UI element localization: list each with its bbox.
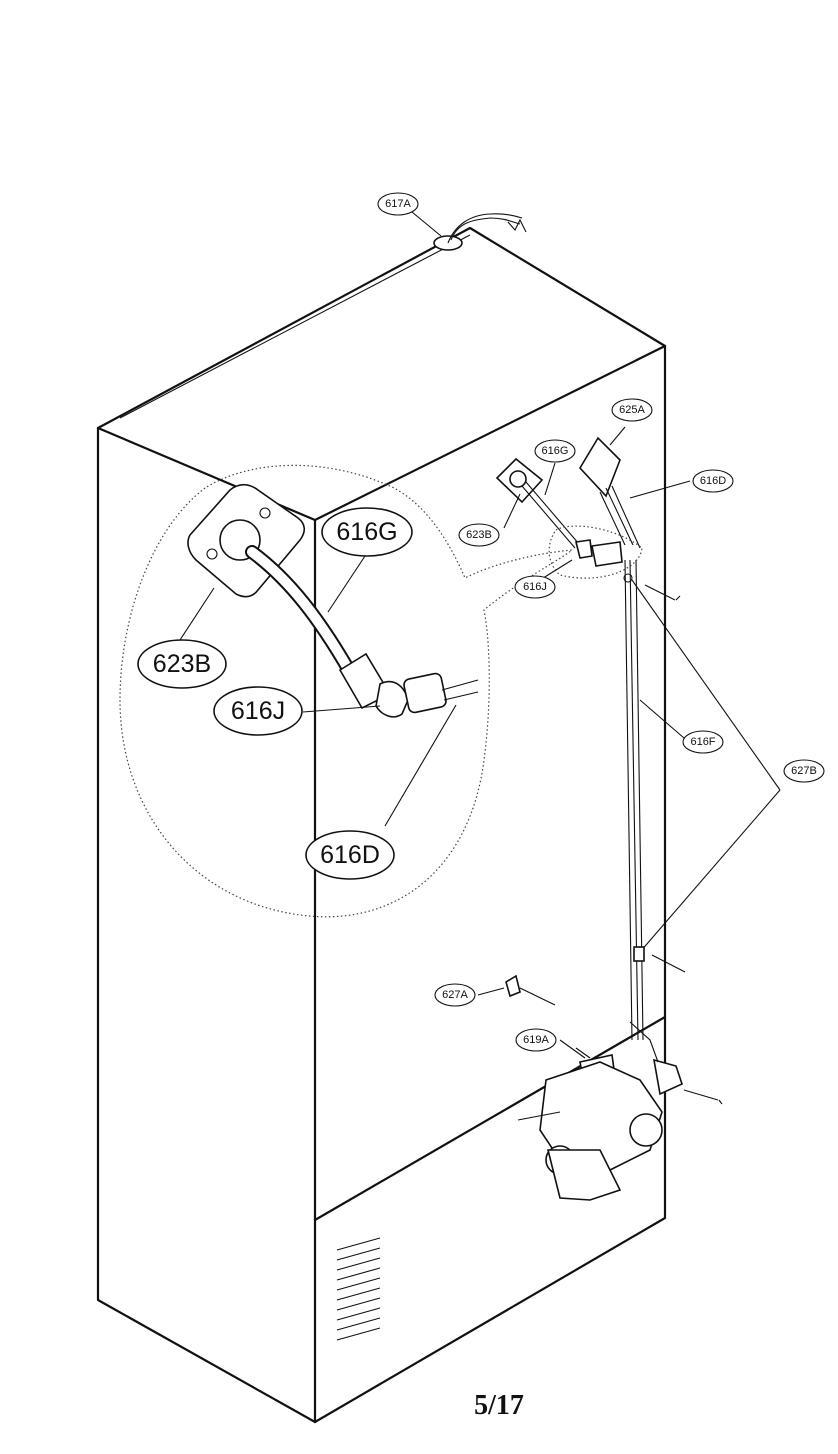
svg-text:616J: 616J — [231, 697, 285, 725]
label-616D-large: 616D — [305, 830, 395, 880]
label-616D-small: 616D — [692, 469, 734, 493]
label-627A: 627A — [434, 983, 476, 1007]
label-616J-small: 616J — [514, 575, 556, 599]
svg-text:616D: 616D — [320, 841, 380, 869]
rear-vent-grille — [336, 1237, 381, 1341]
top-water-hose — [411, 211, 527, 251]
label-623B-small: 623B — [458, 523, 500, 547]
svg-text:616J: 616J — [523, 581, 547, 593]
svg-text:616F: 616F — [690, 736, 715, 748]
filter-box — [579, 436, 621, 498]
label-616J-large: 616J — [213, 686, 303, 736]
label-625A: 625A — [611, 398, 653, 422]
label-619A: 619A — [515, 1028, 557, 1052]
svg-text:623B: 623B — [153, 650, 211, 678]
svg-text:616D: 616D — [700, 475, 726, 487]
svg-text:627A: 627A — [442, 989, 468, 1001]
upper-water-line-assembly — [495, 426, 781, 1041]
label-616F: 616F — [682, 730, 724, 754]
svg-text:623B: 623B — [466, 529, 492, 541]
svg-text:616G: 616G — [542, 445, 569, 457]
svg-text:627B: 627B — [791, 765, 817, 777]
label-627B: 627B — [783, 759, 825, 783]
page-number: 5/17 — [474, 1390, 524, 1421]
svg-text:625A: 625A — [619, 404, 645, 416]
label-616G-small: 616G — [534, 439, 576, 463]
svg-text:617A: 617A — [385, 198, 411, 210]
svg-text:616G: 616G — [336, 518, 397, 546]
label-623B-large: 623B — [137, 639, 227, 689]
detail-callout-bubble — [119, 464, 574, 918]
water-inlet-valve-assembly — [477, 974, 723, 1201]
label-616G-large: 616G — [321, 507, 413, 557]
label-617A: 617A — [377, 192, 419, 216]
svg-text:619A: 619A — [523, 1034, 549, 1046]
